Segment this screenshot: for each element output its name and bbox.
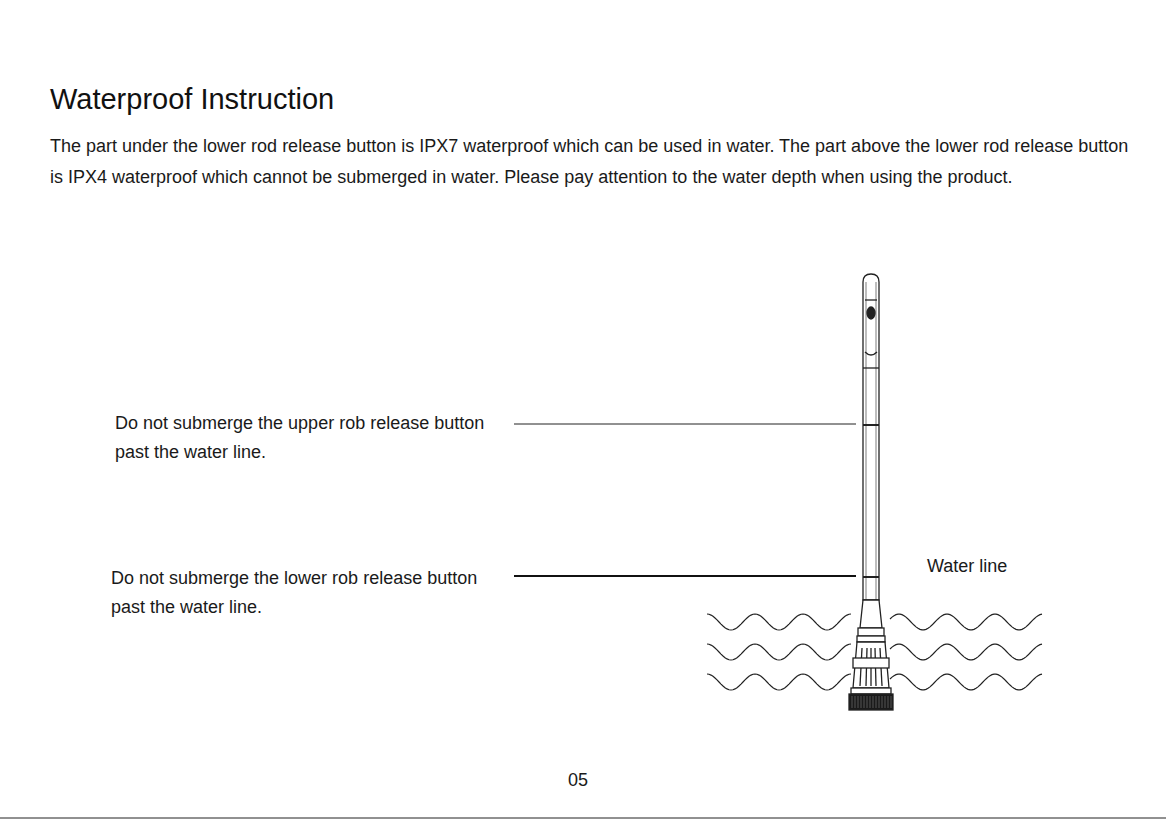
knurl-stroke — [891, 696, 892, 708]
knurl-stroke — [858, 696, 859, 708]
callout-note: Do not submerge the lower rob release bu… — [111, 564, 496, 622]
knurl-stroke — [876, 696, 877, 708]
wave-line — [890, 674, 1042, 690]
page-title: Waterproof Instruction — [50, 83, 334, 116]
knurl-stroke — [879, 696, 880, 708]
wave-line — [707, 674, 851, 690]
leader-line — [514, 575, 856, 577]
knurl-stroke — [873, 696, 874, 708]
page-rule — [0, 818, 1166, 819]
wave-line — [890, 614, 1042, 630]
callout-note: Do not submerge the upper rob release bu… — [115, 409, 500, 467]
cleaning-brush — [849, 274, 893, 710]
knurl-stroke — [882, 696, 883, 708]
water-line-label: Water line — [927, 554, 1067, 578]
knurl-stroke — [855, 696, 856, 708]
page-number: 05 — [568, 768, 608, 792]
wave-line — [707, 644, 851, 660]
knurl-stroke — [888, 696, 889, 708]
intro-paragraph: The part under the lower rod release but… — [50, 131, 1145, 193]
wave-line — [890, 644, 1042, 660]
knurl-stroke — [885, 696, 886, 708]
wave-line — [707, 614, 851, 630]
knurl-stroke — [867, 696, 868, 708]
knurl-stroke — [864, 696, 865, 708]
leader-line — [514, 424, 856, 425]
knurl-stroke — [852, 696, 853, 708]
knurl-stroke — [870, 696, 871, 708]
knurl-stroke — [861, 696, 862, 708]
